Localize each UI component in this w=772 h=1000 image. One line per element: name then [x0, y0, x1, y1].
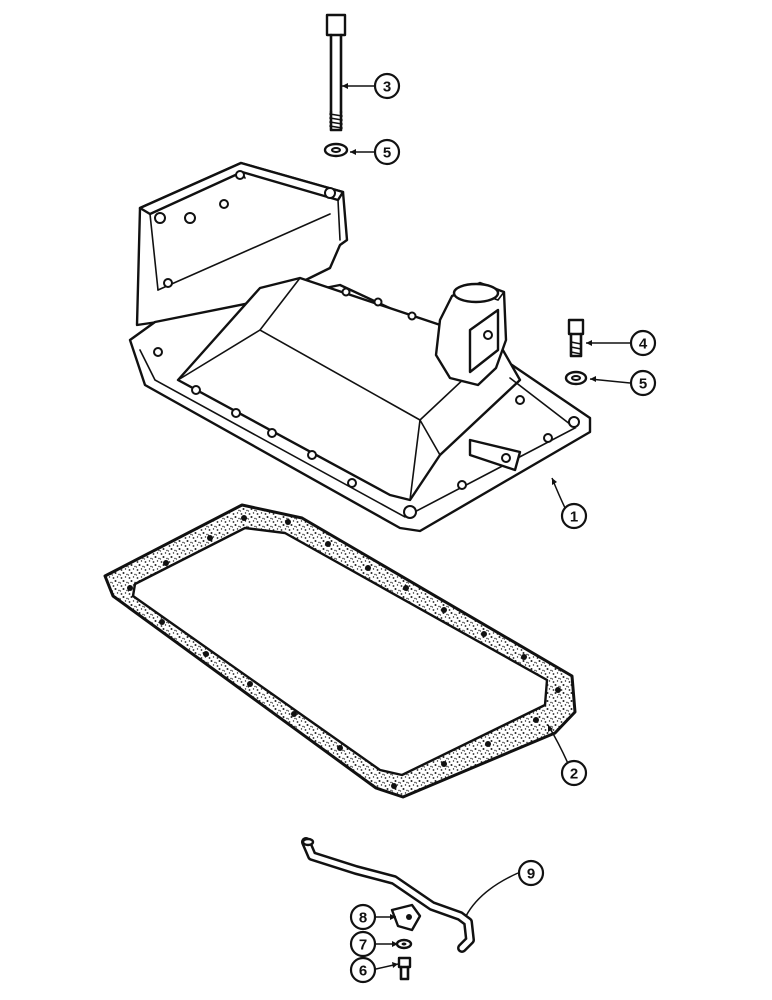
short-bolt	[567, 318, 585, 358]
callout-5-top-label: 5	[383, 145, 391, 162]
small-washer	[395, 938, 413, 950]
callout-9-label: 9	[527, 866, 535, 883]
long-bolt	[325, 13, 347, 132]
callout-4: 4	[629, 329, 657, 357]
callout-6-label: 6	[359, 963, 367, 980]
callout-5-top: 5	[373, 138, 401, 166]
callout-3: 3	[373, 72, 401, 100]
callout-8-label: 8	[359, 910, 367, 927]
lock-washer-top	[323, 142, 349, 158]
callout-3-label: 3	[383, 79, 391, 96]
callout-8: 8	[349, 903, 377, 931]
small-screw	[397, 956, 412, 981]
tube-clip	[390, 903, 422, 932]
lock-washer-right	[564, 370, 588, 386]
callout-5-right: 5	[629, 369, 657, 397]
callout-1-label: 1	[570, 509, 578, 526]
callout-2-label: 2	[570, 766, 578, 783]
callout-2: 2	[560, 759, 588, 787]
callout-4-label: 4	[639, 336, 648, 353]
callout-6: 6	[349, 956, 377, 984]
callout-9: 9	[517, 859, 545, 887]
callout-7-label: 7	[359, 937, 367, 954]
leader-lines	[342, 83, 631, 970]
pan-gasket	[103, 503, 577, 799]
callout-7: 7	[349, 930, 377, 958]
oil-tube	[301, 837, 475, 953]
callout-5-right-label: 5	[639, 376, 647, 393]
oil-pan-housing	[128, 161, 592, 533]
callout-1: 1	[560, 502, 588, 530]
